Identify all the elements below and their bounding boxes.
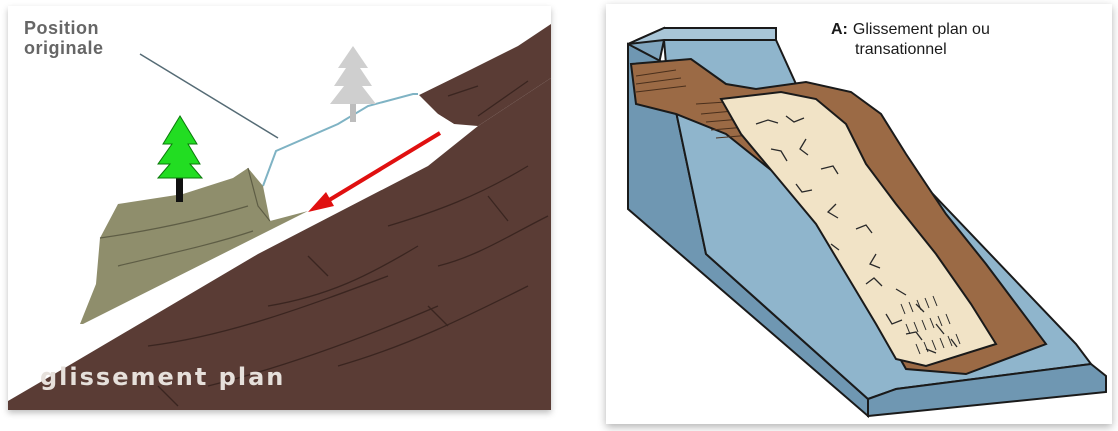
- slide-type-label: A: Glissement plan ou transationnel: [831, 20, 990, 60]
- block-diagram-drawing: [606, 4, 1112, 424]
- green-tree: [158, 116, 202, 202]
- planar-slide-illustration: Position originale glissement plan: [8, 6, 551, 410]
- planar-slide-drawing: [8, 6, 551, 410]
- label-line1: Glissement plan ou: [853, 21, 990, 38]
- position-label-line2: originale: [24, 38, 104, 58]
- label-letter: A:: [831, 21, 848, 38]
- ghost-tree: [330, 46, 376, 122]
- label-line2: transationnel: [831, 40, 990, 60]
- position-originale-label: Position originale: [24, 18, 104, 58]
- bedrock: [8, 78, 551, 410]
- caption-glissement-plan: glissement plan: [40, 363, 285, 391]
- translational-slide-block-diagram: A: Glissement plan ou transationnel: [606, 4, 1112, 424]
- position-label-line1: Position: [24, 18, 104, 38]
- leader-line: [140, 54, 278, 138]
